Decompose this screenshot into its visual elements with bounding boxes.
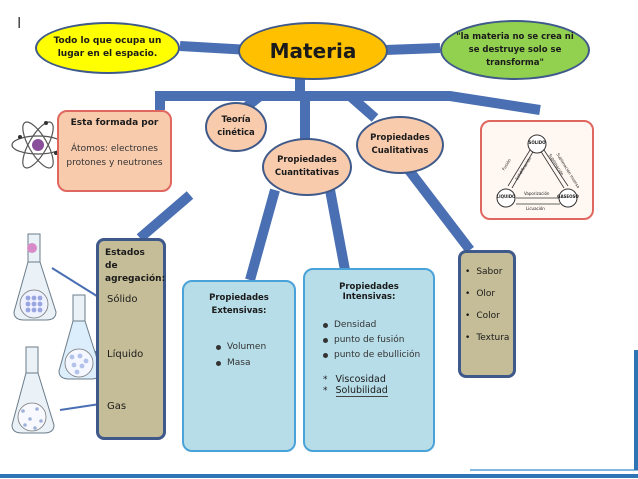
cycle-label-vaporizacion: Vaporización [524, 191, 550, 196]
estado-gas: Gas [107, 401, 127, 412]
intensivas-box: Propiedades Intensivas: Densidad punto d… [303, 268, 435, 452]
cualitativas-list: • Sabor • Olor • Color • Textura [465, 267, 509, 343]
flask-gas-icon [11, 346, 55, 434]
bullet-icon: • [465, 311, 471, 321]
bullet-icon [216, 360, 221, 366]
intensivas-list: Densidad punto de fusión punto de ebulli… [315, 320, 423, 360]
cualitativas-list-box: • Sabor • Olor • Color • Textura [458, 250, 516, 378]
intensivas-item: punto de ebullición [323, 350, 423, 360]
bullet-icon: • [465, 267, 471, 277]
bullet-icon [323, 352, 328, 358]
asterisk-icon: * [323, 386, 328, 396]
top-mark: I [17, 14, 22, 32]
flask-solid-icon [13, 233, 57, 321]
estado-solido: Sólido [107, 294, 138, 305]
estado-liquido: Líquido [107, 349, 144, 360]
bullet-icon: • [465, 333, 471, 343]
law-oval: "la materia no se crea ni se destruye so… [440, 20, 590, 80]
intensivas-extra-item: Solubilidad [335, 385, 388, 397]
teoria-text: Teoría cinética [217, 115, 255, 138]
flask-liquid-icon [58, 294, 102, 380]
extensivas-title: Propiedades Extensivas: [209, 293, 269, 316]
cycle-label-licuacion: Licuación [526, 206, 545, 211]
right-edge-strip [634, 350, 638, 470]
atoms-title: Esta formada por [70, 118, 159, 128]
cualitativas-item: • Color [465, 311, 500, 321]
asterisk-icon: * [323, 375, 328, 385]
extensivas-list: Volumen Masa [194, 342, 284, 368]
extensivas-item: Masa [216, 358, 284, 368]
intensivas-title: Propiedades Intensivas: [339, 282, 399, 302]
extensivas-box: Propiedades Extensivas: Volumen Masa [182, 280, 296, 452]
intensivas-extra-item: Viscosidad [335, 374, 386, 385]
cycle-node-liquid: LIQUIDO [496, 194, 516, 199]
cycle-node-solid: SÓLIDO [528, 140, 546, 145]
bullet-icon [323, 322, 328, 328]
cualitativas-text: Propiedades Cualitativas [370, 133, 430, 156]
cualitativas-item: • Textura [465, 333, 510, 343]
bullet-icon [216, 344, 221, 350]
intensivas-extra: * Viscosidad * Solubilidad [315, 374, 423, 397]
cualitativas-oval: Propiedades Cualitativas [356, 116, 444, 174]
cuantitativas-oval: Propiedades Cuantitativas [262, 138, 352, 196]
central-label: Materia [269, 39, 357, 63]
estados-title: Estados de agregación: [105, 248, 166, 284]
definition-oval: Todo lo que ocupa un lugar en el espacio… [35, 22, 180, 74]
extensivas-item: Volumen [216, 342, 284, 352]
teoria-oval: Teoría cinética [205, 102, 267, 152]
cualitativas-item: • Sabor [465, 267, 503, 277]
cycle-node-gas: GASEOSO [557, 194, 579, 199]
cuantitativas-text: Propiedades Cuantitativas [274, 155, 340, 178]
intensivas-item: punto de fusión [323, 335, 423, 345]
phase-cycle-box: SÓLIDO LIQUIDO GASEOSO Fusión Solidifica… [480, 120, 594, 220]
phase-cycle-diagram [496, 134, 578, 208]
estados-box: Estados de agregación: Sólido Líquido Ga… [96, 238, 166, 440]
atoms-box: Esta formada por Átomos: electrones prot… [57, 110, 172, 192]
definition-text: Todo lo que ocupa un lugar en el espacio… [53, 36, 162, 59]
intensivas-item: Densidad [323, 320, 423, 330]
bullet-icon [323, 337, 328, 343]
bullet-icon: • [465, 289, 471, 299]
atoms-body: Átomos: electrones protones y neutrones [66, 144, 163, 168]
law-text: "la materia no se crea ni se destruye so… [456, 31, 574, 68]
cualitativas-item: • Olor [465, 289, 496, 299]
central-node: Materia [238, 22, 388, 80]
